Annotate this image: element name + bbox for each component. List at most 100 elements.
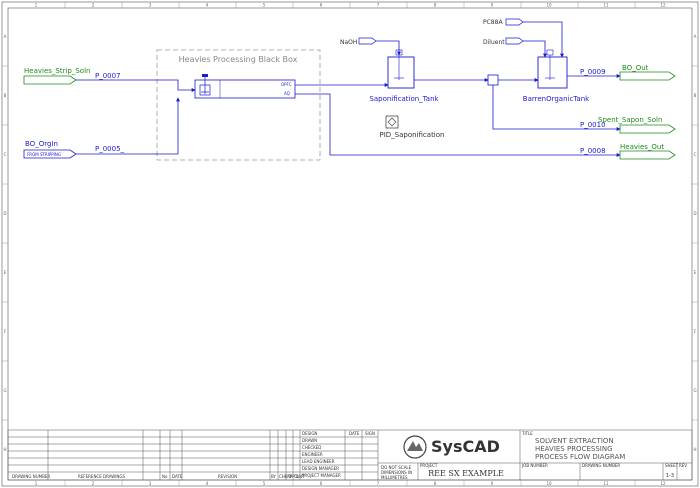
stream-p0007-label: P_0007 — [95, 72, 121, 80]
feed-bo-orgin-label: BO_OrgIn — [25, 140, 58, 148]
product-heavies-out-label: Heavies_Out — [620, 143, 664, 151]
sheet-number: 1-3 — [666, 473, 674, 479]
reagent-pc88a-label: PC88A — [483, 19, 503, 26]
rev-col-chkd: CHK'D — [279, 474, 292, 479]
sig-row: LEAD ENGINEER — [302, 459, 335, 464]
title-line-3: PROCESS FLOW DIAGRAM — [535, 453, 625, 461]
title-block — [7, 429, 693, 481]
black-box-boundary[interactable] — [156, 49, 321, 161]
from-stripping-label: FROM STRIPPING — [27, 152, 61, 157]
rev-col-by: BY — [271, 474, 277, 479]
sig-row: PROJECT MANAGER — [302, 473, 341, 478]
stream-p0005[interactable]: P_0005_ — [76, 97, 180, 155]
col-label: 11 — [603, 481, 609, 486]
stream-p0010-label: P_0010 — [580, 121, 606, 129]
col-label: 3 — [149, 481, 152, 486]
ruler-labels: 1 2 3 4 5 6 7 8 9 10 11 12 1 2 3 4 5 6 7… — [3, 3, 696, 487]
barren-organic-tank[interactable]: BarrenOrganicTank — [523, 49, 590, 103]
stream-p0007[interactable]: P_0007 — [76, 72, 196, 92]
row-label: E — [4, 270, 7, 275]
ref-col-drawing-number: DRAWING NUMBER — [12, 474, 50, 479]
col-label: 1 — [35, 481, 38, 486]
barren-organic-tank-label: BarrenOrganicTank — [523, 95, 590, 103]
rev-col-appd: APP'D — [287, 474, 299, 479]
reagent-pc88a[interactable]: PC88A — [483, 18, 564, 58]
col-label: 12 — [660, 3, 666, 8]
sheet-label: SHEET — [665, 463, 679, 468]
row-label: H — [3, 447, 6, 452]
product-heavies-out[interactable]: Heavies_Out — [619, 143, 676, 160]
product-spent-sapon-label: Spent_Sapon_Soln — [598, 116, 662, 124]
project-name: REE SX EXAMPLE — [428, 469, 504, 478]
row-label: C — [4, 152, 7, 157]
row-label: E — [694, 270, 697, 275]
row-label: F — [694, 329, 697, 334]
title-line-1: SOLVENT EXTRACTION — [535, 437, 614, 445]
stream-p0008-label: P_0008 — [580, 147, 606, 155]
title-line-2: HEAVIES PROCESSING — [535, 445, 613, 453]
rev-col-revision: REVISION — [218, 474, 237, 479]
title-label: TITLE — [521, 431, 533, 436]
syscad-logo-text: SysCAD — [431, 437, 500, 456]
drawing-title: SOLVENT EXTRACTION HEAVIES PROCESSING PR… — [535, 437, 625, 461]
product-spent-sapon[interactable]: Spent_Sapon_Soln — [598, 116, 676, 134]
feed-bo-orgin[interactable]: BO_OrgIn FROM STRIPPING — [23, 140, 77, 159]
stream-p0005-label: P_0005_ — [95, 145, 125, 153]
row-label: A — [694, 34, 697, 39]
sig-row: CHECKED — [302, 445, 321, 450]
pid-controller-label: PID_Saponification — [380, 131, 445, 139]
col-label: 7 — [377, 3, 380, 8]
stream-p0009-label: P_0009 — [580, 68, 606, 76]
flow-splitter[interactable] — [487, 74, 499, 86]
stream-p0008[interactable]: P_0008 — [295, 93, 621, 157]
saponification-tank[interactable]: Saponification_Tank — [369, 49, 440, 103]
row-label: B — [4, 93, 7, 98]
col-label: 9 — [491, 3, 494, 8]
reagent-diluent-label: Diluent — [483, 39, 505, 46]
col-label: 3 — [149, 3, 152, 8]
col-label: 8 — [434, 481, 437, 486]
col-label: 6 — [320, 3, 323, 8]
ref-col-reference: REFERENCE DRAWINGS — [78, 474, 125, 479]
rev-col-date: DATE — [172, 474, 183, 479]
syscad-logo: SysCAD — [403, 435, 500, 459]
scale-note-line2: DIMENSIONS IN — [381, 470, 412, 475]
row-label: F — [4, 329, 7, 334]
col-label: 5 — [263, 481, 266, 486]
scale-note-line1: DO NOT SCALE — [381, 465, 412, 470]
feed-heavies-strip[interactable]: Heavies_Strip_Soln — [23, 67, 90, 85]
col-label: 6 — [320, 481, 323, 486]
product-bo-out-label: BO_Out — [622, 64, 649, 72]
stream-p0009[interactable]: P_0009 — [567, 68, 621, 78]
rev-col-clnt: CLNT — [294, 474, 305, 479]
reagent-diluent[interactable]: Diluent — [483, 37, 547, 58]
col-label: 1 — [35, 3, 38, 8]
stream-p0010[interactable]: P_0010 — [492, 85, 621, 131]
title-block-text: DRAWING NUMBER REFERENCE DRAWINGS No DAT… — [12, 431, 687, 480]
black-box-unit[interactable]: OPFC AQ — [194, 74, 296, 99]
opfc-port-label: OPFC — [281, 82, 292, 87]
sig-row: DESIGN — [302, 431, 317, 436]
aq-port-label: AQ — [284, 91, 290, 96]
col-label: 9 — [491, 481, 494, 486]
reagent-naoh[interactable]: NaOH — [340, 37, 401, 56]
col-label: 12 — [660, 481, 666, 486]
scale-note-line3: MILLIMETRES — [381, 475, 408, 480]
sig-head-date: DATE — [349, 431, 360, 436]
row-label: H — [693, 447, 696, 452]
row-label: D — [693, 211, 696, 216]
sig-head-sign: SIGN — [365, 431, 375, 436]
row-label: G — [693, 388, 696, 393]
row-label: C — [694, 152, 697, 157]
row-label: G — [3, 388, 6, 393]
col-label: 2 — [92, 3, 95, 8]
row-label: D — [3, 211, 6, 216]
product-bo-out[interactable]: BO_Out — [619, 64, 676, 81]
drawing-number-label: DRAWING NUMBER — [582, 463, 620, 468]
pid-controller[interactable]: PID_Saponification — [380, 115, 445, 139]
reagent-naoh-label: NaOH — [340, 39, 357, 46]
feed-heavies-strip-label: Heavies_Strip_Soln — [24, 67, 90, 75]
sig-row: DESIGN MANAGER — [302, 466, 339, 471]
